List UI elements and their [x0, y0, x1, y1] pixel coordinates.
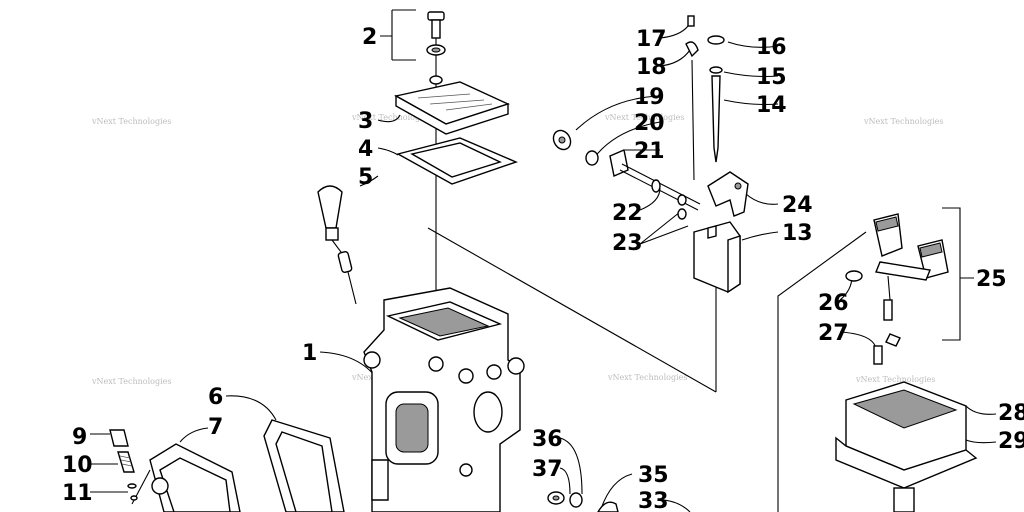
watermark: vNext Technologies — [863, 117, 943, 126]
callout-label-36: 36 — [532, 427, 563, 452]
callout-label-22: 22 — [612, 201, 643, 226]
callout-label-21: 21 — [634, 139, 665, 164]
float-bowl-part — [835, 381, 978, 512]
callout-label-19: 19 — [634, 85, 665, 110]
callout-label-11: 11 — [62, 481, 93, 506]
choke-assembly-part — [873, 213, 949, 347]
callout-label-15: 15 — [756, 65, 787, 90]
callout-label-25: 25 — [976, 267, 1007, 292]
callout-label-5: 5 — [358, 165, 373, 190]
jet-part — [873, 345, 883, 365]
washer-parts — [547, 491, 619, 512]
watermark: vNext Technologies — [604, 113, 684, 122]
throttle-shaft-parts — [552, 129, 701, 220]
callout-label-26: 26 — [818, 291, 849, 316]
throttle-valve-part — [693, 221, 741, 294]
callout-label-29: 29 — [998, 429, 1024, 454]
throttle-lever-part — [707, 171, 749, 217]
callout-label-18: 18 — [636, 55, 667, 80]
adjuster-part — [317, 185, 357, 305]
pilot-screw-part — [109, 429, 138, 501]
callout-label-10: 10 — [62, 453, 93, 478]
watermark: vNext Technologies — [91, 377, 171, 386]
callout-label-20: 20 — [634, 111, 665, 136]
callout-label-37: 37 — [532, 457, 563, 482]
screw-part — [426, 11, 446, 56]
callout-labels: 2 3 4 5 1 6 7 9 10 11 17 18 19 20 21 22 … — [62, 25, 1024, 512]
o-ring-part — [845, 270, 863, 282]
callout-label-2: 2 — [362, 25, 377, 50]
callout-label-4: 4 — [358, 137, 373, 162]
callout-label-33: 33 — [638, 489, 669, 512]
gasket-part — [396, 137, 518, 185]
callout-label-35: 35 — [638, 463, 669, 488]
watermark: vNext Technologies — [855, 375, 935, 384]
callout-label-13: 13 — [782, 221, 813, 246]
watermark: vNext Technologies — [607, 373, 687, 382]
watermark: vNext Technologies — [91, 117, 171, 126]
callout-label-16: 16 — [756, 35, 787, 60]
top-cover-part — [394, 75, 510, 135]
callout-label-3: 3 — [358, 109, 373, 134]
callout-label-1: 1 — [302, 341, 317, 366]
callout-label-14: 14 — [756, 93, 787, 118]
callout-label-7: 7 — [208, 415, 223, 440]
watermark-group: vNext Technologies vNext Technologies vN… — [91, 113, 943, 386]
jet-needle-parts — [685, 15, 725, 163]
callout-label-24: 24 — [782, 193, 813, 218]
callout-label-27: 27 — [818, 321, 849, 346]
callout-label-17: 17 — [636, 27, 667, 52]
leader-lines — [90, 9, 997, 512]
bowl-cover-part — [131, 443, 241, 512]
callout-label-9: 9 — [72, 425, 87, 450]
carburetor-body-part — [363, 287, 525, 512]
callout-label-28: 28 — [998, 401, 1024, 426]
watermark: vNext Technologies — [351, 113, 431, 122]
callout-label-6: 6 — [208, 385, 223, 410]
callout-label-23: 23 — [612, 231, 643, 256]
bowl-gasket-part — [263, 419, 345, 512]
